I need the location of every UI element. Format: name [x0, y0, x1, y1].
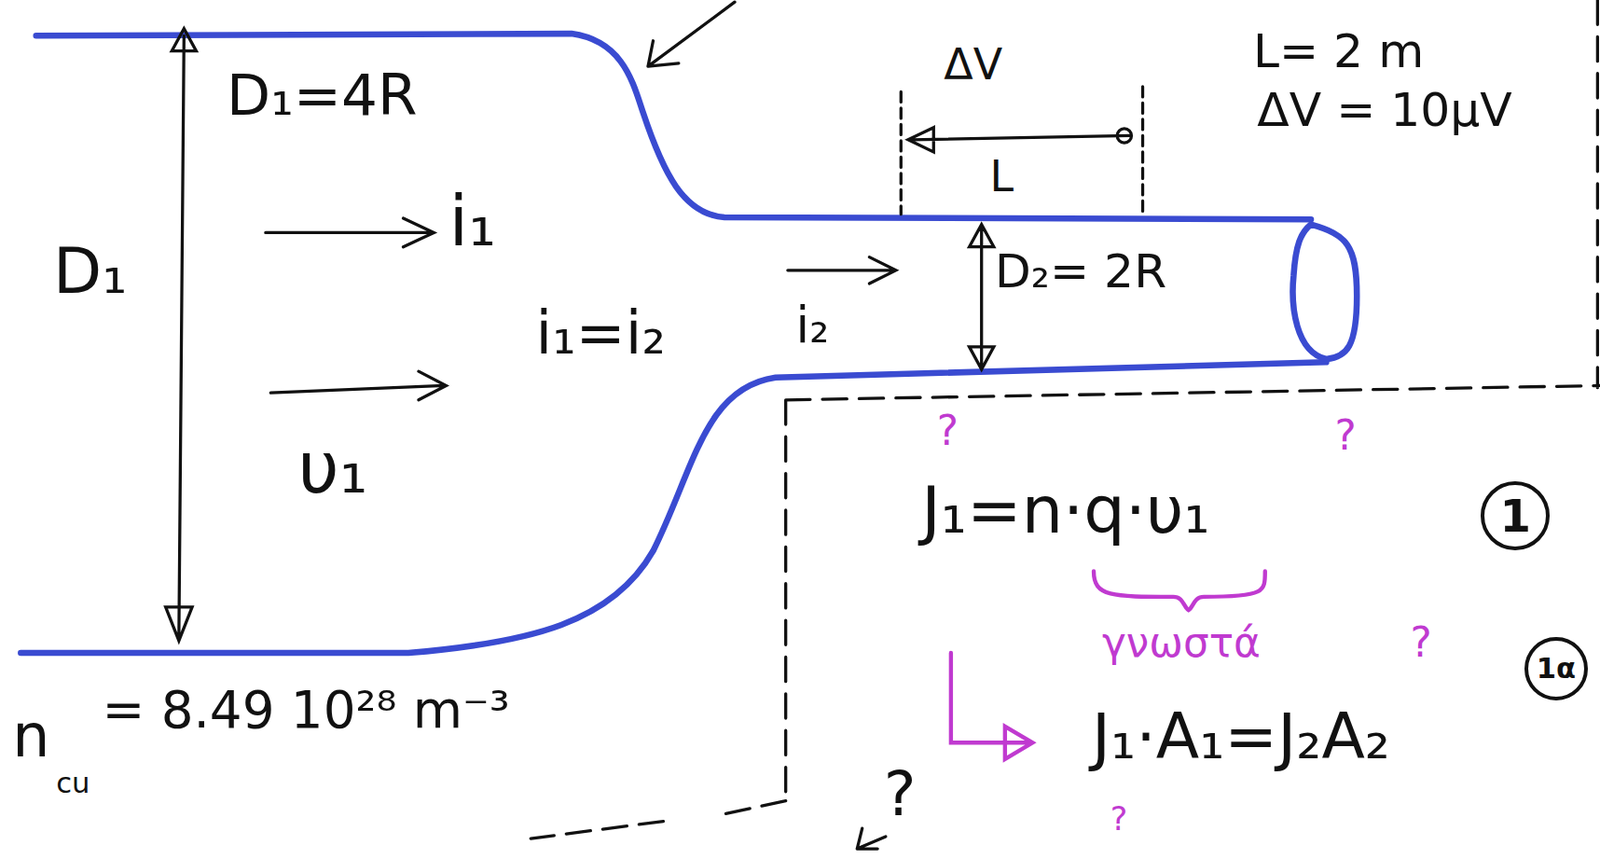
pipe-end-cap: [1293, 224, 1358, 359]
current-arrow: [265, 218, 434, 248]
unknown-mark: ?: [937, 408, 959, 454]
unknown-mark: ?: [1409, 620, 1432, 665]
equation-label: i₁=i₂: [536, 301, 666, 367]
dimension-label: D₁=4R: [226, 63, 418, 126]
diameter-label: D₂= 2R: [994, 245, 1167, 297]
length-arrow: [908, 127, 1131, 152]
equation: J₁·A₁=J₂A₂: [1091, 702, 1391, 773]
callout-circle: 1: [1480, 481, 1550, 551]
arrow-dot: [1117, 128, 1132, 143]
unknown-mark: ?: [1334, 413, 1356, 458]
question-arrow: [856, 827, 886, 849]
question-mark: ?: [883, 759, 917, 828]
equation: J₁=n·q·υ₁: [921, 474, 1210, 547]
diameter-label: D₁: [53, 236, 127, 307]
velocity-label: υ₁: [298, 428, 369, 508]
given-value: L= 2 m: [1253, 25, 1424, 77]
density-value: = 8.49 10²⁸ m⁻³: [101, 681, 510, 738]
diameter-arrow: [969, 224, 994, 370]
pipe-top-wall: [36, 33, 1311, 220]
density-subscript: cu: [55, 767, 90, 800]
current-arrow: [787, 257, 897, 284]
density-symbol: n: [12, 703, 50, 770]
dashed-frame: [530, 0, 1600, 839]
callout-number: 1: [1499, 493, 1532, 538]
diameter-arrow: [165, 28, 197, 641]
callout-number: 1α: [1536, 654, 1576, 684]
callout-circle: 1α: [1524, 636, 1588, 701]
current-label: i₁: [449, 183, 497, 261]
callout-arrow: [648, 1, 735, 67]
given-value: ΔV = 10μV: [1256, 83, 1513, 136]
velocity-arrow: [270, 371, 446, 400]
pipe-bottom-wall: [20, 361, 1326, 653]
unknown-mark: ?: [1110, 800, 1129, 838]
length-label: L: [990, 152, 1015, 201]
known-note: γνωστά: [1102, 620, 1261, 665]
current-label: i₂: [796, 298, 830, 353]
dimension-extension: [900, 86, 1143, 215]
voltage-label: ΔV: [943, 41, 1003, 89]
implication-arrow: [951, 652, 1034, 759]
underbrace: [1093, 571, 1266, 611]
